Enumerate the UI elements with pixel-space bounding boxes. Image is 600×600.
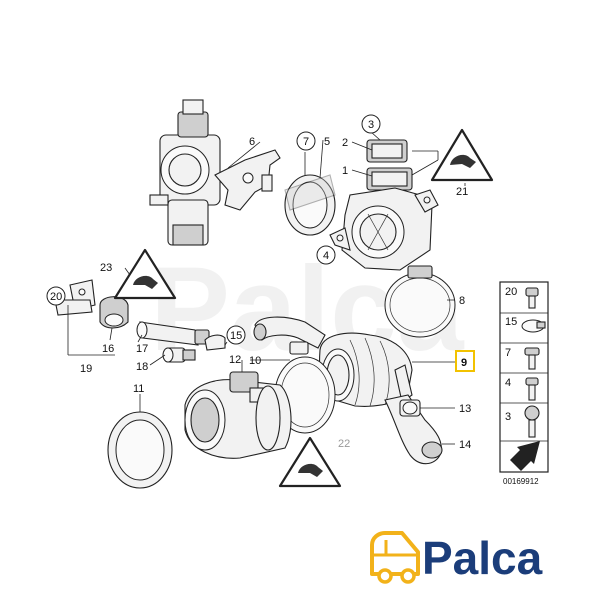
callout-3: 3 [368, 119, 374, 131]
callout-2: 2 [342, 137, 348, 149]
hose-15-illustration [204, 334, 226, 351]
clip-icon [521, 319, 546, 333]
van-icon [370, 531, 420, 584]
panel-item-15: 15 [505, 316, 517, 328]
callout-21: 21 [456, 186, 468, 198]
warning-triangle-22 [278, 436, 342, 488]
throttle-body-illustration [149, 99, 281, 246]
seal-ring-11-illustration [107, 411, 173, 489]
screw-4-icon [525, 377, 539, 401]
callout-10: 10 [249, 355, 261, 367]
leader-lines [67, 131, 472, 445]
callout-7: 7 [303, 136, 309, 148]
warning-triangle-21 [430, 128, 494, 182]
connector-18-illustration [162, 347, 196, 363]
hose-illustration [384, 394, 443, 465]
valve-illustration [136, 321, 210, 346]
callout-6: 6 [249, 136, 255, 148]
callout-15: 15 [230, 330, 242, 342]
callout-19: 19 [80, 363, 92, 375]
callout-20: 20 [50, 291, 62, 303]
callout-12: 12 [229, 354, 241, 366]
callout-5: 5 [324, 136, 330, 148]
bolt-3-icon [524, 405, 540, 438]
callout-labels: 6 5 7 3 2 1 21 4 8 9 10 12 13 14 11 18 1… [46, 114, 475, 451]
document-number: 00169912 [503, 477, 539, 486]
fitting-illustration [399, 399, 421, 417]
callout-23: 23 [100, 262, 112, 274]
arrow-icon [502, 441, 546, 471]
palca-logo: Palca [370, 531, 543, 584]
bracket-illustration [54, 279, 96, 316]
callout-4: 4 [323, 250, 329, 262]
highlight-box [455, 350, 475, 372]
callout-11: 11 [133, 383, 144, 395]
throttle-assembly-illustration [329, 139, 439, 271]
intake-boot-illustration [318, 332, 413, 407]
panel-item-7: 7 [505, 347, 511, 359]
seal-ring-illustration [284, 174, 336, 236]
callout-8: 8 [459, 295, 465, 307]
callout-17: 17 [136, 343, 148, 355]
callout-14: 14 [459, 439, 471, 451]
screw-icon [524, 347, 540, 370]
air-mass-meter-illustration [184, 371, 292, 459]
tube-illustration [253, 316, 326, 355]
bolt-icon [525, 287, 539, 309]
hardware-side-panel: 20 15 7 4 3 [499, 281, 549, 473]
panel-item-4: 4 [505, 377, 511, 389]
callout-22: 22 [338, 438, 350, 450]
panel-item-20: 20 [505, 286, 517, 298]
holder-illustration [99, 296, 129, 329]
warning-triangle-23 [113, 248, 177, 300]
panel-item-3: 3 [505, 411, 511, 423]
logo-text: Palca [422, 532, 543, 584]
hose-clamp-illustration [384, 265, 456, 338]
callout-9: 9 [461, 357, 467, 369]
callout-1: 1 [342, 165, 348, 177]
callout-13: 13 [459, 403, 471, 415]
callout-18: 18 [136, 361, 148, 373]
callout-16: 16 [102, 343, 114, 355]
